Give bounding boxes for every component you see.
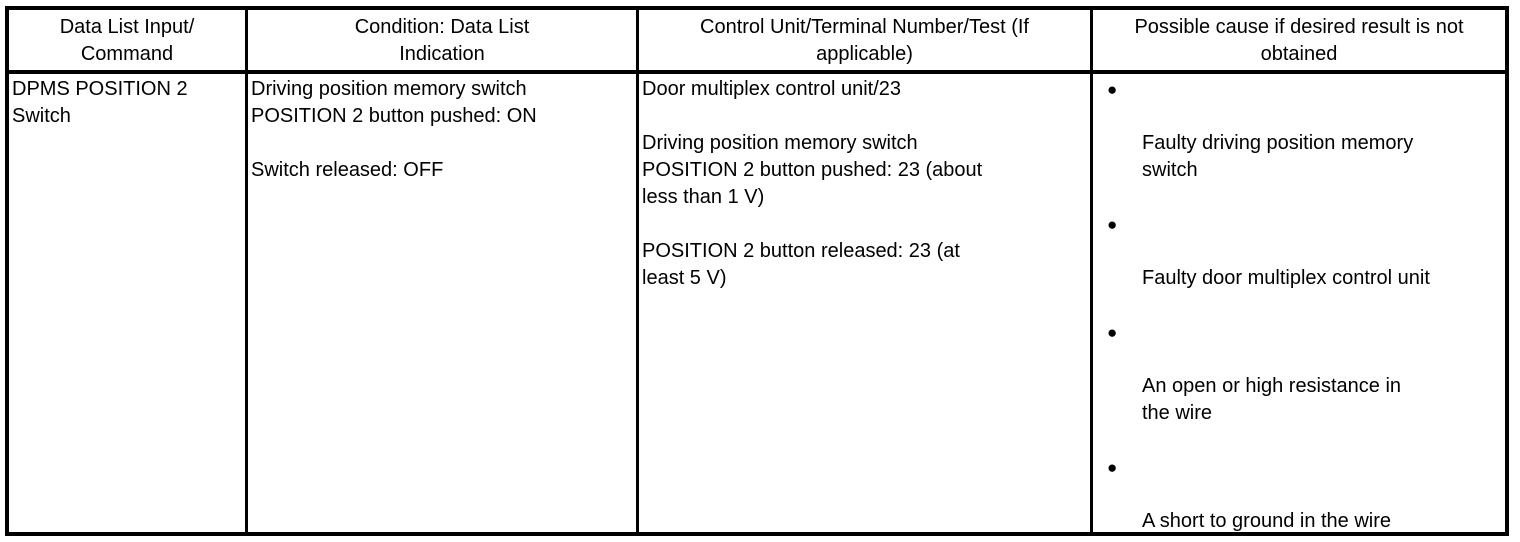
header-possible-cause: Possible cause if desired result is not … [1090,10,1505,74]
cell-control-unit: Door multiplex control unit/23 Driving p… [636,74,1090,532]
bullet-icon: ● [1107,215,1118,234]
header-condition-data-list-indication: Condition: Data List Indication [245,10,636,74]
cause-text: An open or high resistance in the wire [1142,375,1402,424]
bullet-icon: ● [1107,323,1118,342]
cause-text: Faulty driving position memory switch [1142,132,1414,181]
table-grid: Data List Input/ Command Condition: Data… [9,10,1505,532]
header-data-list-input-command: Data List Input/ Command [9,10,245,74]
cell-input-command: DPMS POSITION 2 Switch [12,78,188,127]
cause-item: ● A short to ground in the wire [1093,454,1505,532]
cause-text: A short to ground in the wire [1142,510,1392,532]
bullet-icon: ● [1107,80,1118,99]
cell-possible-causes: ● Faulty driving position memory switch … [1090,74,1505,532]
bullet-icon: ● [1107,458,1118,477]
cause-text: Faulty door multiplex control unit [1142,267,1430,289]
cause-item: ● Faulty driving position memory switch [1093,76,1505,211]
diagnostic-table: Data List Input/ Command Condition: Data… [5,6,1509,536]
cell-condition: Driving position memory switch POSITION … [245,74,636,532]
cause-item: ● Faulty door multiplex control unit [1093,211,1505,319]
header-control-unit-terminal-number-test: Control Unit/Terminal Number/Test (If ap… [636,10,1090,74]
cause-item: ● An open or high resistance in the wire [1093,319,1505,454]
